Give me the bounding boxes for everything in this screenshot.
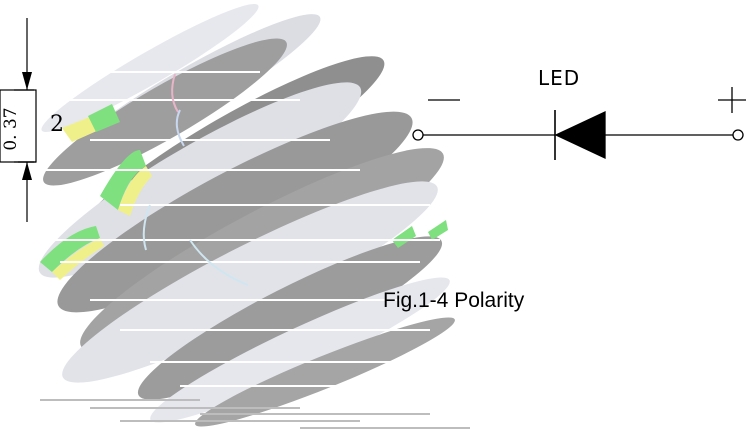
- blade-artifacts: [30, 3, 470, 429]
- led-schematic: [412, 87, 746, 160]
- anode-terminal: [732, 129, 744, 141]
- figure-caption: Fig.1-4 Polarity: [383, 289, 525, 312]
- led-label: LED: [538, 66, 581, 90]
- cathode-terminal: [412, 129, 424, 141]
- diode-triangle: [554, 110, 606, 160]
- dimension-marker: [0, 18, 37, 222]
- number-label: 2: [50, 112, 64, 137]
- dimension-value: 0. 37: [1, 107, 21, 151]
